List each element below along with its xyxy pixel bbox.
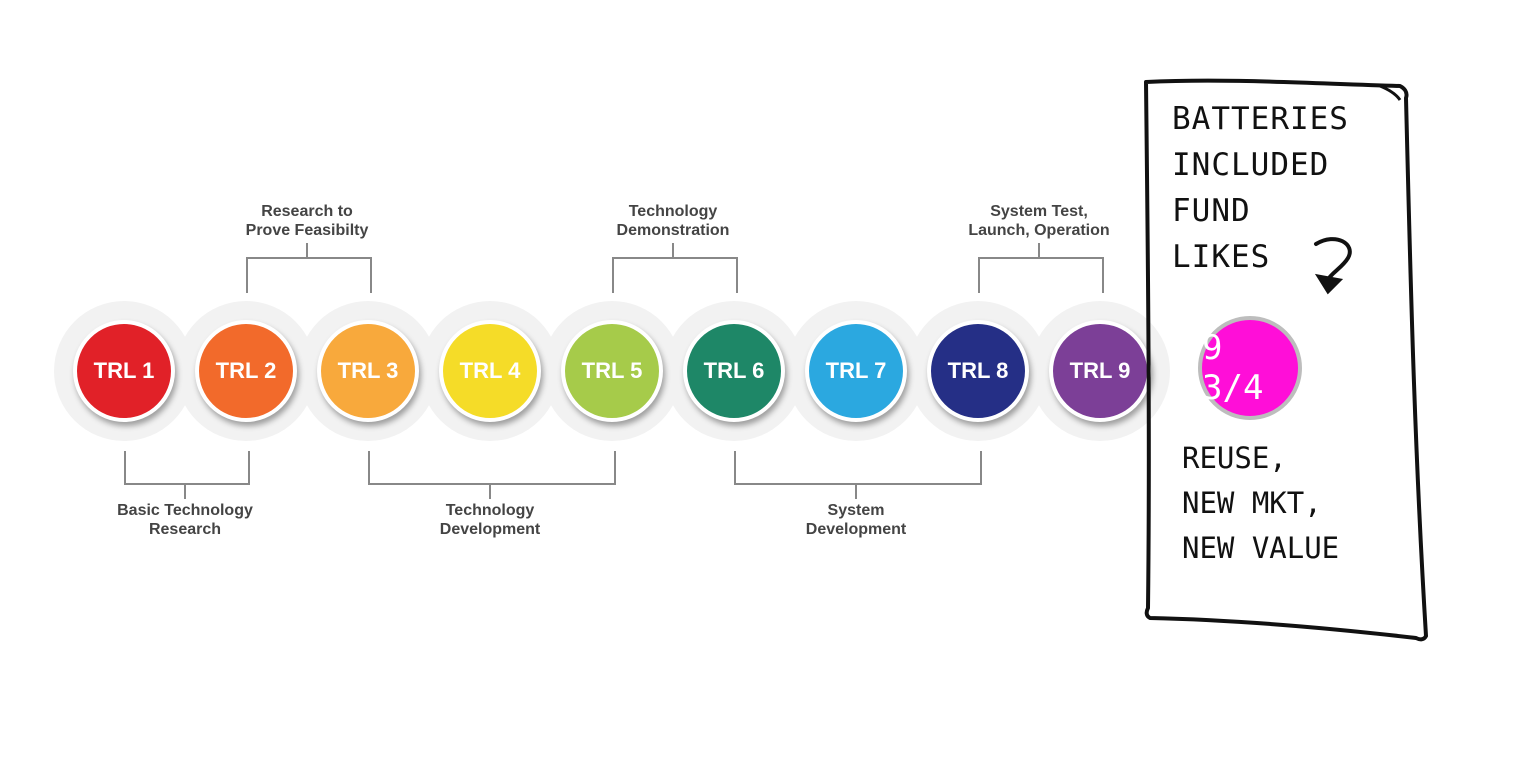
group-bracket [978, 257, 1104, 293]
fraction-disc: 9 3/4 [1198, 316, 1302, 420]
note-line: LIKES [1172, 239, 1271, 275]
group-label: Research to Prove Feasibilty [197, 202, 417, 240]
trl-stage-disc: TRL 1 [73, 320, 175, 422]
trl-stage-label: TRL 5 [581, 358, 643, 383]
group-label: System Test, Launch, Operation [929, 202, 1149, 240]
note-corner-curl [1379, 84, 1402, 101]
note-line: INCLUDED [1172, 147, 1330, 183]
group-label-line: Research [148, 521, 222, 538]
group-label-line: Research to [261, 203, 353, 220]
fraction-label: 9 3/4 [1202, 328, 1264, 408]
group-label-line: Launch, Operation [968, 222, 1110, 239]
group-label-line: Basic Technology [117, 502, 253, 519]
group-bracket [734, 451, 982, 485]
trl-stage-label: TRL 1 [93, 358, 155, 383]
group-label-line: System [827, 502, 885, 519]
arrow-head-icon [1314, 273, 1344, 295]
group-label-line: Technology [628, 203, 718, 220]
trl-stage-label: TRL 2 [215, 358, 277, 383]
trl-stage-label: TRL 6 [703, 358, 765, 383]
curved-arrow-icon [1314, 237, 1352, 284]
group-bracket [246, 257, 372, 293]
trl-stage-disc: TRL 9 [1049, 320, 1151, 422]
trl-stage-label: TRL 4 [459, 358, 521, 383]
trl-stage-label: TRL 3 [337, 358, 399, 383]
bracket-stem [184, 485, 186, 499]
bracket-stem [306, 243, 308, 257]
bracket-stem [672, 243, 674, 257]
trl-stage-label: TRL 8 [947, 358, 1009, 383]
trl-stage-disc: TRL 4 [439, 320, 541, 422]
note-text-top: BATTERIES INCLUDED FUND LIKES [1172, 96, 1402, 280]
trl-stage-disc: TRL 7 [805, 320, 907, 422]
group-label-line: System Test, [990, 203, 1088, 220]
trl-stage-disc: TRL 6 [683, 320, 785, 422]
trl-stage-label: TRL 9 [1069, 358, 1131, 383]
note-line: BATTERIES [1172, 101, 1349, 137]
group-label-line: Technology [445, 502, 535, 519]
group-bracket [124, 451, 250, 485]
trl-stage-disc: TRL 5 [561, 320, 663, 422]
note-line: REUSE, [1182, 441, 1287, 475]
note-line: NEW VALUE [1182, 531, 1340, 565]
trl-stage-disc: TRL 8 [927, 320, 1029, 422]
trl-stage-disc: TRL 3 [317, 320, 419, 422]
group-bracket [612, 257, 738, 293]
group-label-line: Prove Feasibilty [245, 222, 369, 239]
bracket-stem [489, 485, 491, 499]
group-bracket [368, 451, 616, 485]
group-label-line: Development [439, 521, 541, 538]
note-line: NEW MKT, [1182, 486, 1322, 520]
note-text-bottom: REUSE, NEW MKT, NEW VALUE [1182, 436, 1412, 571]
trl-stage-label: TRL 7 [825, 358, 887, 383]
bracket-stem [855, 485, 857, 499]
bracket-stem [1038, 243, 1040, 257]
group-label-line: Demonstration [616, 222, 730, 239]
trl-stage-disc: TRL 2 [195, 320, 297, 422]
note-border [1144, 78, 1428, 642]
group-label-line: Development [805, 521, 907, 538]
note-line: FUND [1172, 193, 1251, 229]
